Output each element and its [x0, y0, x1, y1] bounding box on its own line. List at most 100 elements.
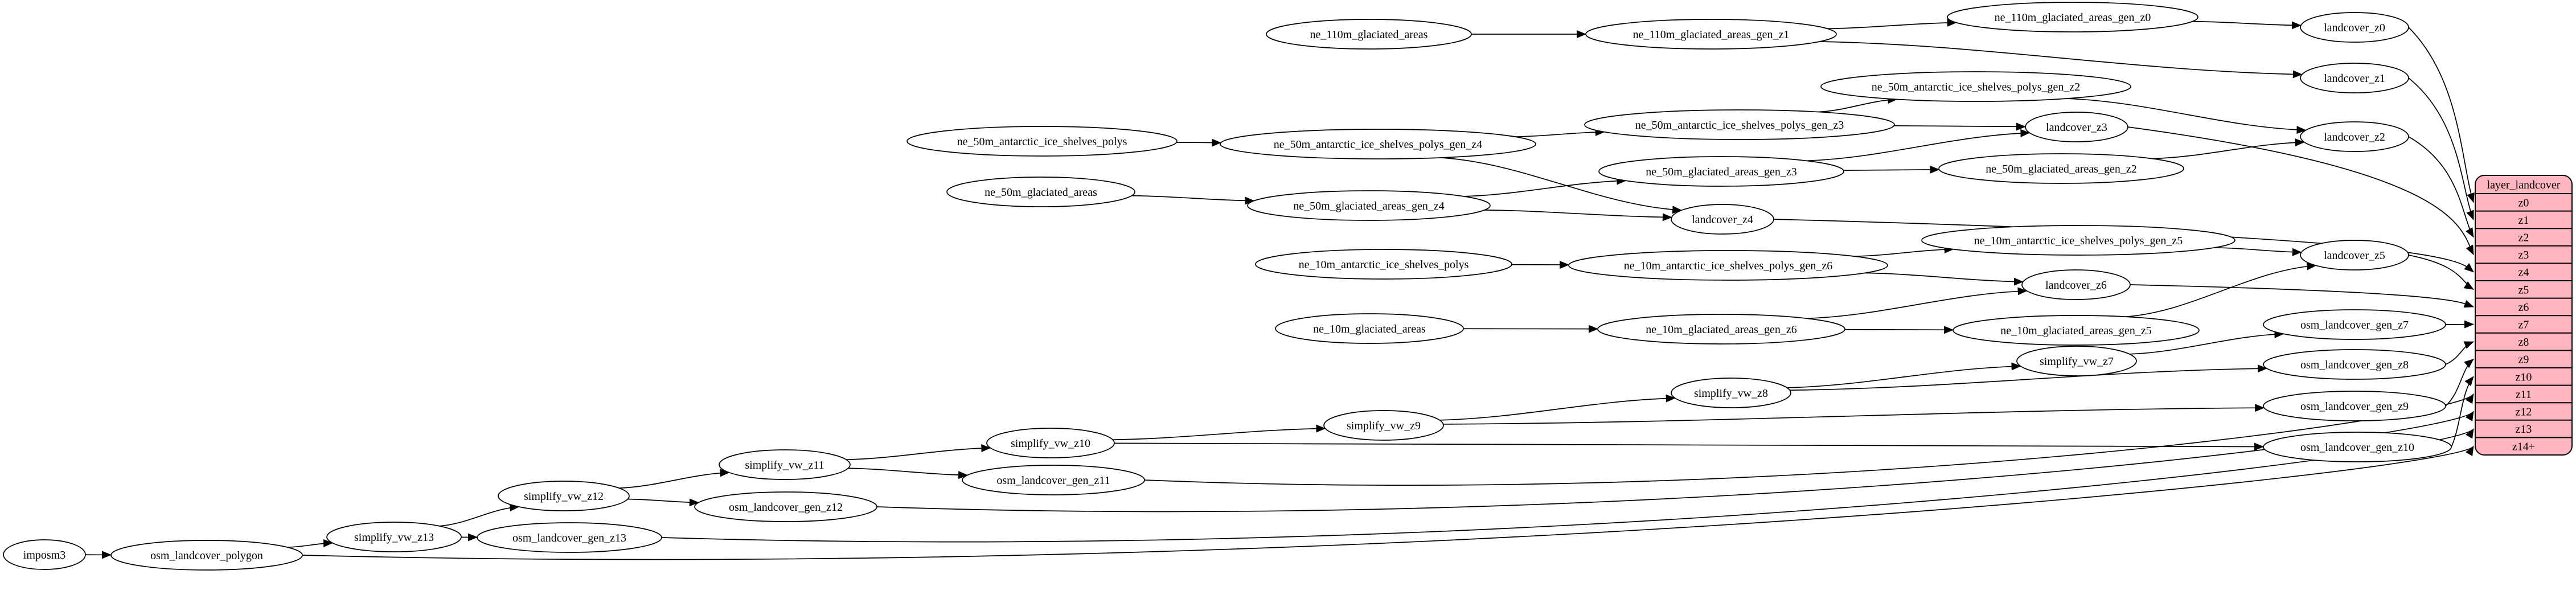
- node-label: osm_landcover_polygon: [150, 550, 263, 562]
- graph-node-simplify_vw_z12: simplify_vw_z12: [498, 481, 630, 511]
- graph-node-ne_50m_antarctic_ice_shelves_polys_gen_z3: ne_50m_antarctic_ice_shelves_polys_gen_z…: [1584, 109, 1895, 140]
- edge-osm_landcover_gen_z10--layer_landcover-z10: [2451, 376, 2474, 448]
- node-shape: [326, 522, 462, 552]
- table-row-z10: z10: [2516, 371, 2532, 383]
- graph-node-simplify_vw_z8: simplify_vw_z8: [1671, 378, 1791, 408]
- node-shape: [1275, 313, 1464, 344]
- edge-osm_landcover_gen_z9--layer_landcover-z9: [2445, 359, 2474, 407]
- edge-ne_10m_glaciated_areas_gen_z5--landcover_z5: [2126, 262, 2317, 318]
- edge-osm_landcover_gen_z8--layer_landcover-z8: [2445, 341, 2474, 365]
- edge-landcover_z6--layer_landcover-z6: [2130, 284, 2474, 308]
- edge-ne_50m_glaciated_areas_gen_z3--landcover_z3: [1806, 129, 2031, 162]
- edge-simplify_vw_z11--osm_landcover_gen_z11: [848, 468, 969, 479]
- node-label: osm_landcover_gen_z11: [996, 474, 1110, 487]
- edge-ne_50m_antarctic_ice_shelves_polys_gen_z3--landcover_z3: [1894, 122, 2027, 131]
- node-label: simplify_vw_z12: [524, 490, 604, 503]
- node-label: ne_50m_glaciated_areas_gen_z4: [1293, 200, 1444, 212]
- node-shape: [946, 177, 1135, 207]
- edge-ne_50m_glaciated_areas_gen_z4--ne_50m_glaciated_areas_gen_z3: [1463, 177, 1627, 197]
- node-label: ne_50m_antarctic_ice_shelves_polys_gen_z…: [1872, 81, 2081, 93]
- node-shape: [719, 449, 851, 480]
- node-shape: [1255, 249, 1512, 280]
- graph-node-ne_50m_glaciated_areas_gen_z2: ne_50m_glaciated_areas_gen_z2: [1938, 153, 2184, 184]
- node-shape: [1947, 2, 2198, 32]
- table-row-z12: z12: [2516, 406, 2532, 419]
- node-label: osm_landcover_gen_z13: [512, 532, 626, 544]
- node-label: simplify_vw_z7: [2040, 355, 2114, 368]
- graph-node-ne_10m_antarctic_ice_shelves_polys_gen_z5: ne_10m_antarctic_ice_shelves_polys_gen_z…: [1921, 225, 2235, 256]
- graph-node-simplify_vw_z7: simplify_vw_z7: [2016, 346, 2137, 376]
- node-label: ne_50m_antarctic_ice_shelves_polys_gen_z…: [1635, 119, 1844, 132]
- graph-node-landcover_z2: landcover_z2: [2300, 121, 2409, 152]
- node-shape: [1597, 314, 1845, 345]
- graph-node-osm_landcover_gen_z11: osm_landcover_gen_z11: [962, 465, 1145, 495]
- node-shape: [3, 539, 86, 570]
- node-label: ne_10m_glaciated_areas_gen_z5: [2000, 325, 2151, 337]
- node-shape: [962, 465, 1145, 495]
- node-label: ne_50m_glaciated_areas_gen_z2: [1986, 163, 2136, 175]
- node-label: simplify_vw_z13: [354, 531, 434, 544]
- node-label: simplify_vw_z9: [1347, 420, 1421, 432]
- node-label: simplify_vw_z8: [1694, 387, 1768, 400]
- graph-node-osm_landcover_gen_z12: osm_landcover_gen_z12: [694, 491, 877, 522]
- edge-landcover_z5--layer_landcover-z5: [2408, 255, 2474, 290]
- node-label: ne_10m_glaciated_areas: [1313, 323, 1426, 335]
- table-row-z11: z11: [2516, 388, 2532, 401]
- table-row-z13: z13: [2516, 423, 2532, 436]
- edge-simplify_vw_z9--simplify_vw_z8: [1439, 394, 1676, 421]
- node-shape: [2300, 12, 2409, 43]
- graph-node-ne_110m_glaciated_areas_gen_z1: ne_110m_glaciated_areas_gen_z1: [1585, 19, 1837, 50]
- table-row-z7: z7: [2518, 319, 2529, 331]
- node-shape: [1323, 410, 1444, 441]
- graph-node-landcover_z4: landcover_z4: [1671, 204, 1774, 235]
- node-shape: [1671, 204, 1774, 235]
- graph-node-simplify_vw_z10: simplify_vw_z10: [986, 428, 1115, 458]
- edge-ne_50m_glaciated_areas_gen_z2--landcover_z2: [2152, 138, 2305, 159]
- node-label: landcover_z6: [2045, 279, 2107, 292]
- edge-simplify_vw_z7--osm_landcover_gen_z7: [2129, 330, 2284, 355]
- node-label: ne_110m_glaciated_areas_gen_z1: [1633, 28, 1790, 41]
- node-label: landcover_z0: [2324, 22, 2385, 34]
- node-shape: [2300, 240, 2409, 270]
- table-title: layer_landcover: [2487, 179, 2561, 191]
- graph-node-simplify_vw_z9: simplify_vw_z9: [1323, 410, 1444, 441]
- graph-node-landcover_z0: landcover_z0: [2300, 12, 2409, 43]
- edge-landcover_z2--layer_landcover-z2: [2408, 136, 2474, 238]
- edge-ne_50m_antarctic_ice_shelves_polys--ne_50m_antarctic_ice_shelves_polys_gen_z4: [1176, 138, 1222, 147]
- node-shape: [1952, 315, 2200, 346]
- graph-node-ne_10m_glaciated_areas_gen_z6: ne_10m_glaciated_areas_gen_z6: [1597, 314, 1845, 345]
- edge-ne_10m_antarctic_ice_shelves_polys_gen_z5--landcover_z5: [2214, 247, 2302, 256]
- node-shape: [1220, 129, 1536, 159]
- table-row-z5: z5: [2518, 284, 2529, 296]
- edge-simplify_vw_z9--osm_landcover_gen_z9: [1443, 404, 2265, 425]
- graph-node-landcover_z6: landcover_z6: [2021, 269, 2131, 300]
- edge-osm_landcover_gen_z13--layer_landcover-z13: [661, 428, 2474, 543]
- node-label: ne_10m_antarctic_ice_shelves_polys_gen_z…: [1624, 260, 1833, 272]
- node-shape: [2263, 432, 2452, 462]
- edge-osm_landcover_polygon--layer_landcover-z14+: [302, 445, 2474, 560]
- node-shape: [2021, 269, 2131, 300]
- edges-layer: [85, 18, 2475, 560]
- graph-node-ne_50m_glaciated_areas_gen_z4: ne_50m_glaciated_areas_gen_z4: [1247, 190, 1491, 221]
- table-row-z2: z2: [2518, 232, 2529, 244]
- node-label: imposm3: [23, 549, 65, 561]
- graph-node-landcover_z3: landcover_z3: [2025, 112, 2128, 142]
- node-shape: [1247, 190, 1491, 221]
- edge-simplify_vw_z11--simplify_vw_z10: [846, 444, 991, 461]
- edge-simplify_vw_z10--osm_landcover_gen_z10: [1114, 442, 2265, 451]
- node-shape: [906, 126, 1178, 157]
- node-shape: [1671, 378, 1791, 408]
- graph-node-ne_10m_glaciated_areas: ne_10m_glaciated_areas: [1275, 313, 1464, 344]
- edge-landcover_z0--layer_landcover-z0: [2408, 27, 2475, 203]
- node-label: landcover_z3: [2046, 121, 2107, 134]
- node-label: osm_landcover_gen_z9: [2300, 400, 2409, 413]
- table-row-z1: z1: [2518, 214, 2529, 227]
- edge-simplify_vw_z8--osm_landcover_gen_z8: [1790, 364, 2267, 391]
- node-label: landcover_z1: [2324, 72, 2385, 85]
- nodes-layer: imposm3 osm_landcover_polygon simplify_vw_…: [3, 2, 2452, 571]
- graph-node-landcover_z1: landcover_z1: [2300, 63, 2409, 93]
- graph-node-osm_landcover_gen_z13: osm_landcover_gen_z13: [477, 522, 662, 553]
- node-shape: [2300, 63, 2409, 93]
- graph-node-ne_10m_antarctic_ice_shelves_polys: ne_10m_antarctic_ice_shelves_polys: [1255, 249, 1512, 280]
